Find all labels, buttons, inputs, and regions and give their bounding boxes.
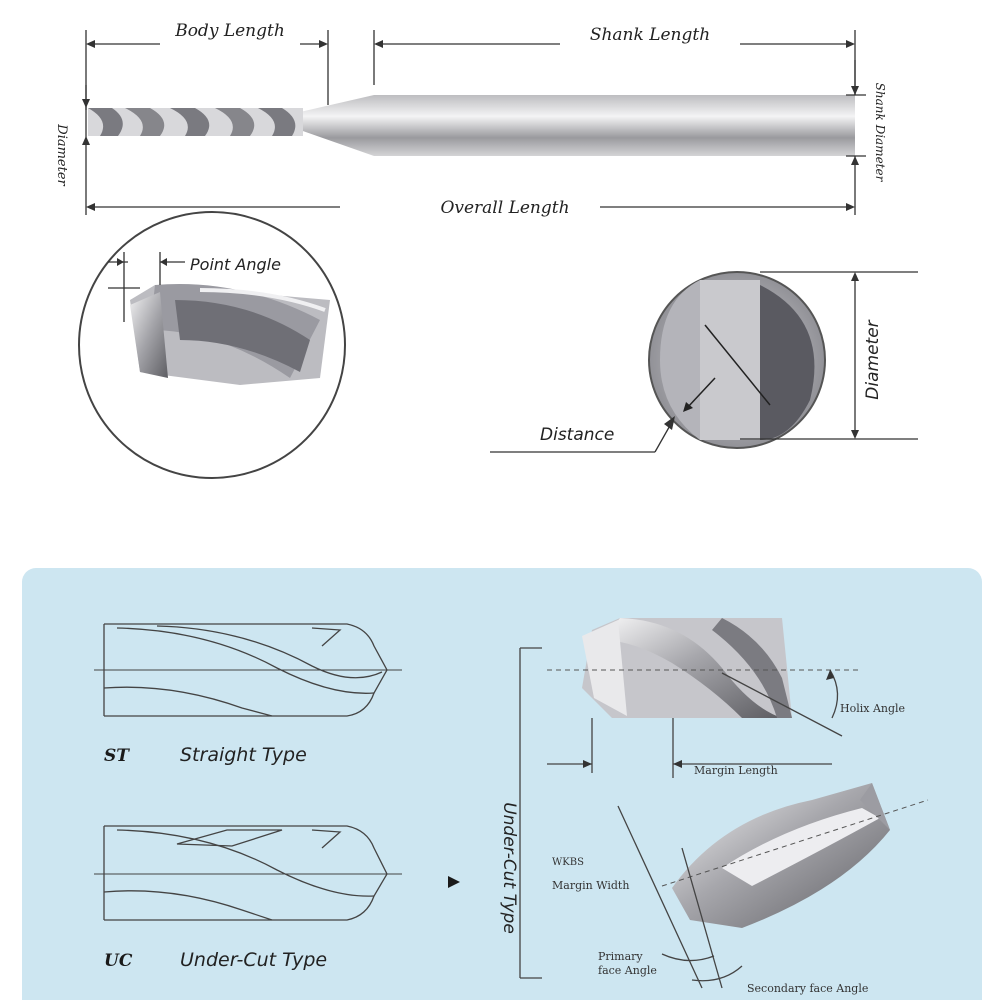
overall-length-label: Overall Length <box>440 198 569 218</box>
under-cut-bracket: Under-Cut Type <box>499 647 542 979</box>
drill-type-panel: ST Straight Type UC Under-Cut Type Under… <box>22 568 982 1000</box>
helix-angle-detail: Holix Angle Margin Length <box>547 618 905 778</box>
cross-section-detail: Diameter Distance <box>490 271 918 453</box>
shank-length-label: Shank Length <box>590 25 710 45</box>
point-angle-detail: Point Angle <box>78 211 346 479</box>
primary-face-angle-label-2: face Angle <box>598 964 657 977</box>
distance-label: Distance <box>540 425 614 445</box>
shank-length-dimension: Shank Length <box>373 25 856 95</box>
diameter-left-label: Diameter <box>54 123 69 186</box>
body-length-label: Body Length <box>174 21 285 41</box>
drill-dimension-diagram: Body Length Shank Length Diameter <box>54 21 918 479</box>
straight-type-abbr: ST <box>104 746 130 766</box>
arrow-right-icon <box>448 876 460 888</box>
diameter-left-dimension: Diameter <box>54 85 90 187</box>
margin-width-label: Margin Width <box>552 879 629 892</box>
body-length-dimension: Body Length <box>85 21 329 110</box>
under-cut-type-abbr: UC <box>104 951 133 971</box>
drill-illustration <box>88 95 855 156</box>
point-angle-label: Point Angle <box>190 255 281 274</box>
overall-length-dimension: Overall Length <box>85 150 856 218</box>
primary-face-angle-label-1: Primary <box>598 950 643 963</box>
secondary-face-angle-label: Secondary face Angle <box>747 982 868 995</box>
margin-width-abbr: WKBS <box>552 857 584 868</box>
shank-diameter-dimension: Shank Diameter <box>846 60 887 190</box>
under-cut-type-label: Under-Cut Type <box>180 949 327 971</box>
diameter-right-label: Diameter <box>863 319 883 399</box>
helix-angle-label: Holix Angle <box>840 702 905 715</box>
under-cut-type-drawing: UC Under-Cut Type <box>94 825 402 971</box>
straight-type-label: Straight Type <box>180 744 307 766</box>
shank-diameter-label: Shank Diameter <box>873 83 887 183</box>
margin-length-label: Margin Length <box>694 764 778 777</box>
straight-type-drawing: ST Straight Type <box>94 623 402 766</box>
under-cut-vertical-label: Under-Cut Type <box>499 802 519 934</box>
face-angle-detail: WKBS Margin Width Primary face Angle Sec… <box>552 783 929 995</box>
drill-type-diagram: ST Straight Type UC Under-Cut Type Under… <box>94 618 929 995</box>
